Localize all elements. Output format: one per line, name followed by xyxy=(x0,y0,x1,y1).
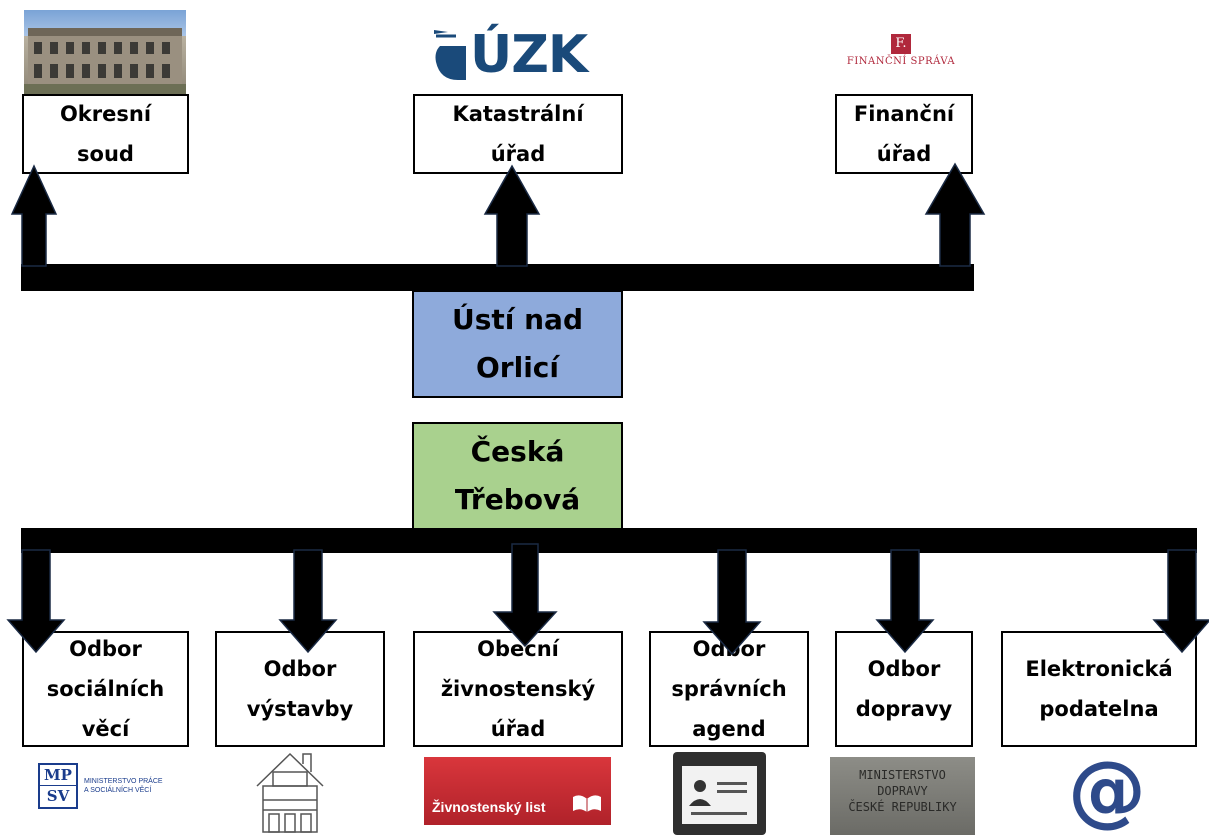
cuzk-text: ÚZK xyxy=(470,25,588,85)
zivno-text: Živnostenský list xyxy=(432,799,546,815)
office-label: Katastrální úřad xyxy=(452,102,584,166)
open-book-icon xyxy=(572,791,602,813)
arrow-down-dopravy xyxy=(875,549,935,654)
fs-text: FINANČNÍ SPRÁVA xyxy=(846,56,956,67)
arrow-down-socialnich xyxy=(6,549,66,654)
mpsv-logo: MP SV MINISTERSTVO PRÁCE A SOCIÁLNÍCH VĚ… xyxy=(38,763,188,809)
mpsv-badge: MP SV xyxy=(38,763,78,809)
dept-label: Odbor sociálních věcí xyxy=(46,637,165,741)
dept-label: Odbor výstavby xyxy=(246,657,354,721)
financni-sprava-logo: F. FINANČNÍ SPRÁVA xyxy=(836,34,966,74)
dept-odbor-dopravy: Odbor dopravy xyxy=(835,631,973,747)
arrow-down-vystavby xyxy=(278,549,338,654)
office-okresni-soud: Okresní soud xyxy=(22,94,189,174)
mpsv-bottom: SV xyxy=(46,787,70,805)
dept-label: Odbor správních agend xyxy=(671,637,787,741)
hub-ceska-trebova: Česká Třebová xyxy=(412,422,623,530)
bottom-connector-bar xyxy=(21,528,1197,553)
top-connector-bar xyxy=(21,264,974,291)
arrow-up-financni-urad xyxy=(924,162,986,267)
office-label: Okresní soud xyxy=(59,102,152,166)
dept-label: Obecní živnostenský úřad xyxy=(440,637,596,741)
arrow-up-okresni-soud xyxy=(10,164,58,267)
mpsv-text: MINISTERSTVO PRÁCE A SOCIÁLNÍCH VĚCÍ xyxy=(84,778,163,794)
office-label: Finanční úřad xyxy=(853,102,955,166)
hub-label: Ústí nad Orlicí xyxy=(451,303,583,384)
dept-obecni-zivnostensky-urad: Obecní živnostenský úřad xyxy=(413,631,623,747)
office-katastralni-urad: Katastrální úřad xyxy=(413,94,623,174)
house-icon xyxy=(255,750,325,835)
arrow-down-podatelna xyxy=(1152,549,1209,654)
hub-usti-nad-orlici: Ústí nad Orlicí xyxy=(412,290,623,398)
at-glyph: @ xyxy=(1068,746,1146,836)
arrow-down-spravnich xyxy=(702,549,762,656)
id-card-icon xyxy=(673,752,766,835)
dept-elektronicka-podatelna: Elektronická podatelna xyxy=(1001,631,1197,747)
office-financni-urad: Finanční úřad xyxy=(835,94,973,174)
cuzk-logo: ÚZK xyxy=(430,22,588,86)
dept-label: Odbor dopravy xyxy=(855,657,953,721)
ministry-transport-plaque: MINISTERSTVO DOPRAVY ČESKÉ REPUBLIKY xyxy=(830,757,975,835)
court-building-image xyxy=(24,10,186,96)
at-sign-icon: @ xyxy=(1062,748,1152,835)
dept-odbor-spravnich-agend: Odbor správních agend xyxy=(649,631,809,747)
mpsv-top: MP xyxy=(40,765,76,786)
md-text: MINISTERSTVO DOPRAVY ČESKÉ REPUBLIKY xyxy=(848,768,957,814)
hub-label: Česká Třebová xyxy=(454,435,581,516)
arrow-down-zivnostensky xyxy=(492,543,558,648)
dept-odbor-vystavby: Odbor výstavby xyxy=(215,631,385,747)
arrow-up-katastralni-urad xyxy=(483,164,541,267)
cuzk-mark-icon xyxy=(434,30,466,80)
fs-letter-badge: F. xyxy=(891,34,911,54)
dept-label: Elektronická podatelna xyxy=(1025,657,1173,721)
dept-odbor-socialnich-veci: Odbor sociálních věcí xyxy=(22,631,189,747)
zivnostensky-list-logo: Živnostenský list xyxy=(424,757,611,825)
